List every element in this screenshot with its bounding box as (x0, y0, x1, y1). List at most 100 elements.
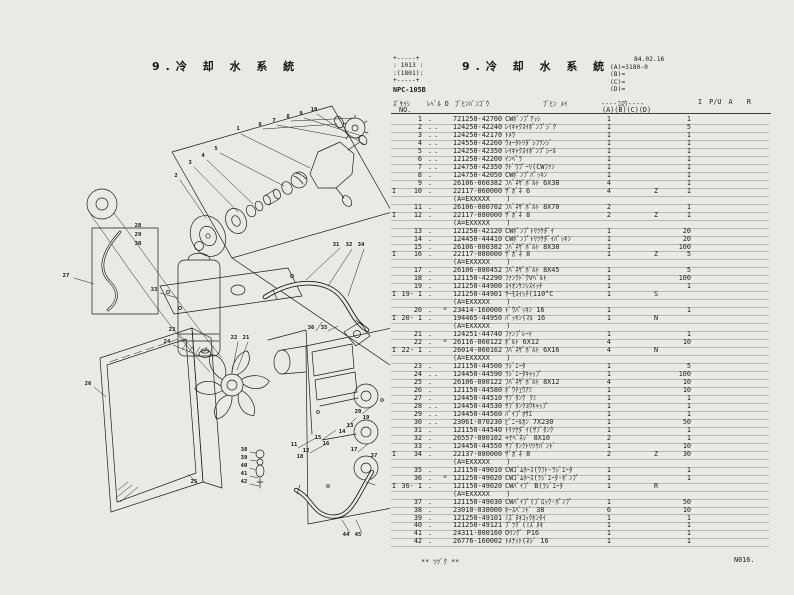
col-header-level: ﾚﾍﾞﾙ O (427, 100, 449, 108)
callout-number: 15 (314, 435, 322, 441)
table-header-rule (391, 113, 771, 114)
callout-number: 31 (332, 242, 340, 248)
table-continuation-row: (A=EXXXXX ) (391, 219, 769, 229)
callout-number: 13 (346, 423, 354, 429)
callout-number: 21 (242, 335, 250, 341)
table-continuation-row: (A=EXXXXX ) (391, 259, 769, 269)
callout-number: 44 (342, 532, 350, 538)
col-header-no: NO. (399, 106, 412, 114)
revision-date: 84.02.16 (634, 56, 665, 63)
reference-codes: (A)=3180-0 (B)= (C)= (D)= (610, 64, 648, 93)
callout-number: 28 (134, 223, 142, 229)
table-continuation-row: (A=EXXXXX ) (391, 299, 769, 309)
callout-number: 34 (357, 242, 365, 248)
callout-number: 12 (302, 448, 310, 454)
callout-number: 41 (240, 471, 248, 477)
callout-number: 20 (354, 409, 362, 415)
table-continuation-row: (A=EXXXXX ) (391, 458, 769, 468)
callout-number: 29 (134, 232, 142, 238)
col-header-qty-abcd: (A)(B)(C)(D) (602, 106, 652, 114)
callout-number: 8 (286, 114, 290, 120)
callout-number: 25 (190, 479, 198, 485)
callout-number: 11 (290, 442, 298, 448)
callout-number: 35 (320, 325, 328, 331)
table-continuation-row: (A=EXXXXX ) (391, 195, 769, 205)
callout-number: 7 (272, 118, 276, 124)
page-number: N016. (734, 556, 755, 564)
col-header-figno: ｽﾞｹｲｼ (393, 100, 410, 108)
callout-number: 42 (240, 479, 248, 485)
callout-number: 2 (174, 173, 178, 179)
callout-number: 6 (258, 122, 262, 128)
callout-number: 10 (310, 107, 318, 113)
callout-number: 37 (370, 453, 378, 459)
callout-number: 26 (84, 381, 92, 387)
callout-number: 39 (240, 455, 248, 461)
callout-number: 19 (362, 415, 370, 421)
right-page-title: 9.冷 却 水 系 統 (462, 60, 611, 73)
table-continuation-row: (A=EXXXXX ) (391, 354, 769, 365)
callout-number: 33 (150, 287, 158, 293)
callout-number: 38 (240, 447, 248, 453)
callout-number: 14 (338, 429, 346, 435)
table-continuation-row: (A=EXXXXX ) (391, 490, 769, 500)
model-code: NPC-105B (393, 86, 426, 94)
col-header-ipuar: I P/U A R (698, 98, 751, 106)
callout-number: 45 (354, 532, 362, 538)
table-continuation-row: (A=EXXXXX ) (391, 323, 769, 333)
callout-number: 4 (201, 153, 205, 159)
callout-number: 16 (322, 441, 330, 447)
callout-number: 18 (296, 454, 304, 460)
col-header-qty: ----ｺｽｳ---- (601, 100, 644, 108)
callout-number: 36 (307, 325, 315, 331)
callout-number: 40 (240, 463, 248, 469)
continued-note: ** ﾂﾂﾞｸ ** (421, 558, 460, 566)
callout-number: 9 (299, 111, 303, 117)
callout-number: 5 (214, 146, 218, 152)
callout-number: 27 (62, 273, 70, 279)
left-page-title: 9.冷 却 水 系 統 (152, 60, 301, 73)
